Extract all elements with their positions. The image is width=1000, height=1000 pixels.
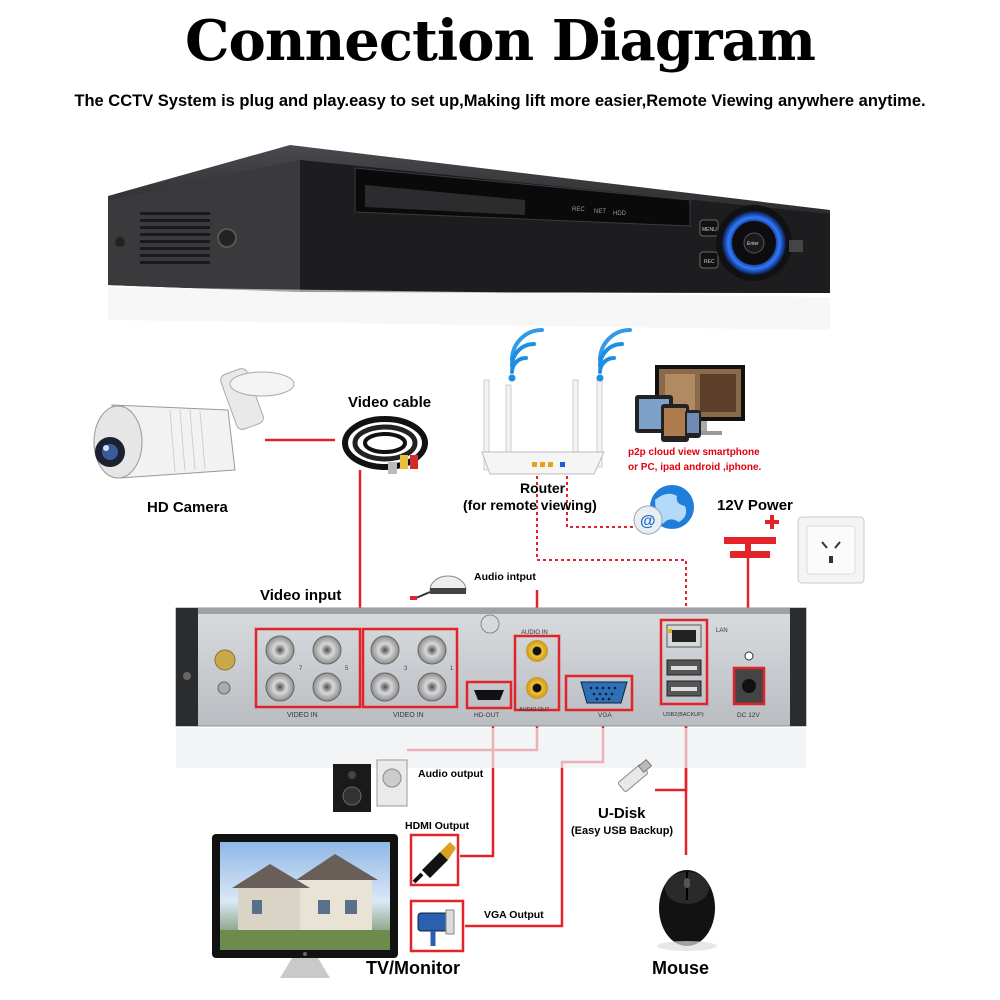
hd-out-label: HD-OUT: [474, 712, 499, 719]
audio-in-label: AUDIO IN: [521, 630, 548, 636]
dvr-rear-panel: 7 5 3 1 VIDEO IN VIDEO IN HD-OUT AUDIO I…: [175, 607, 807, 768]
mouse-label: Mouse: [652, 958, 709, 978]
channel-number: 7: [299, 666, 303, 672]
audio-out-port[interactable]: [526, 677, 548, 699]
wifi-icon: [510, 328, 544, 374]
bnc-video-inputs[interactable]: [265, 635, 447, 702]
indicator-hdd: HDD: [613, 211, 627, 217]
page-title: Connection Diagram: [184, 8, 816, 74]
audio-output-label: Audio output: [418, 768, 484, 780]
power-symbol-icon: [724, 515, 779, 558]
video-cable-label: Video cable: [348, 394, 431, 411]
lan-label: LAN: [716, 628, 728, 634]
channel-number: 3: [404, 666, 408, 672]
hdmi-cable-icon: [409, 833, 460, 887]
network-cables: [536, 470, 687, 625]
video-in-label-left: VIDEO IN: [287, 712, 318, 719]
vga-port[interactable]: [580, 681, 628, 704]
dial-enter-label: Enter: [747, 241, 759, 247]
udisk-note-label: (Easy USB Backup): [571, 825, 673, 837]
video-input-label: Video input: [260, 587, 341, 604]
vga-output-label: VGA Output: [484, 909, 544, 921]
menu-button[interactable]: [699, 219, 719, 237]
hdmi-output-label: HDMI Output: [405, 820, 470, 832]
svg-text:@: @: [640, 513, 656, 530]
dc-power-port[interactable]: [732, 666, 766, 706]
wifi-icon: [598, 328, 632, 374]
vga-label: VGA: [598, 712, 612, 719]
video-in-label-right: VIDEO IN: [393, 712, 424, 719]
rec-button[interactable]: [699, 251, 719, 269]
usb-label: USB2(BACKUP): [663, 712, 704, 718]
router-label: Router: [520, 480, 566, 496]
mouse-image: [657, 870, 717, 951]
indicator-rec: REC: [572, 207, 585, 213]
video-cable-image: [342, 416, 428, 474]
router-note-label: (for remote viewing): [463, 497, 597, 513]
audio-input-label: Audio intput: [474, 571, 536, 583]
dc-label: DC 12V: [737, 712, 760, 719]
microphone-image: [410, 575, 467, 600]
channel-number: 1: [450, 666, 454, 672]
p2p-label-line1: p2p cloud view smartphone: [628, 447, 760, 458]
usb-flash-drive-image: [617, 759, 653, 792]
tv-monitor-label: TV/Monitor: [366, 958, 460, 978]
internet-globe-icon: @: [633, 485, 694, 535]
channel-number: 5: [345, 666, 349, 672]
indicator-net: NET: [594, 209, 606, 215]
vent-slots: [140, 212, 210, 264]
udisk-label: U-Disk: [598, 805, 646, 822]
p2p-label-line2: or PC, ipad android ,iphone.: [628, 462, 762, 473]
audio-in-port[interactable]: [526, 640, 548, 662]
vga-cable-icon: [409, 899, 465, 953]
rec-button-label: REC: [704, 259, 715, 265]
hdmi-port[interactable]: [474, 690, 504, 700]
wall-outlet-image: [797, 516, 865, 584]
power-label: 12V Power: [717, 497, 793, 514]
hd-camera-image: [93, 368, 295, 479]
audio-out-label: AUDIO OUT: [519, 707, 550, 713]
router-image: [481, 328, 632, 475]
dvr-front-unit: REC NET HDD MENU REC Enter: [108, 145, 830, 330]
remote-devices-image: [635, 365, 745, 442]
tv-monitor-image: [212, 834, 398, 978]
speakers-image: [333, 759, 408, 812]
menu-button-label: MENU: [702, 227, 717, 233]
hd-camera-label: HD Camera: [147, 499, 229, 516]
page-subtitle: The CCTV System is plug and play.easy to…: [74, 92, 926, 110]
